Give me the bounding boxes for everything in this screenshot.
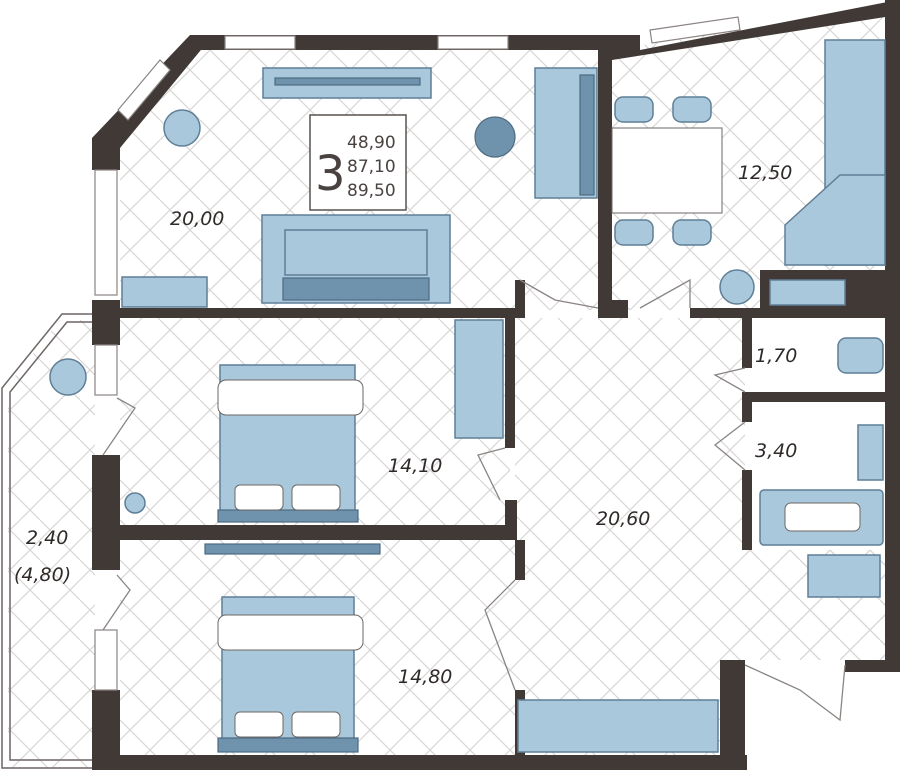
kitchen-area: 12,50 (738, 162, 792, 184)
living-room-area: 20,00 (170, 208, 224, 230)
toilet (837, 337, 884, 374)
balcony-railing (1, 313, 95, 769)
balcony-full-area: (4,80) (14, 564, 71, 586)
total-area: 87,10 (347, 157, 396, 177)
bathroom-area: 3,40 (755, 440, 797, 462)
windows (94, 16, 741, 691)
furniture (49, 39, 886, 753)
dining-table (611, 127, 723, 214)
tv (274, 77, 421, 86)
wardrobe-bedroom-1 (454, 319, 504, 439)
bookshelf (121, 276, 208, 308)
room-labels: 20,00 12,50 1,70 3,40 14,10 20,60 14,80 … (14, 162, 797, 688)
toilet-area: 1,70 (755, 345, 797, 367)
doors (102, 278, 846, 722)
balcony-area: 2,40 (26, 527, 68, 549)
bedroom-2-area: 14,80 (398, 666, 452, 688)
tv-bedroom (204, 543, 381, 555)
walls (92, 0, 900, 770)
total-area-with-balcony: 89,50 (347, 181, 396, 201)
rooms-count: 3 (315, 146, 346, 202)
sink (857, 424, 884, 481)
bedroom-1-area: 14,10 (388, 455, 442, 477)
shower-tray (807, 554, 881, 598)
hall-area: 20,60 (596, 508, 650, 530)
living-area: 48,90 (347, 133, 396, 153)
round-table (474, 116, 516, 158)
apartment-info-box: 3 48,90 87,10 89,50 (309, 114, 407, 211)
wardrobe-hall (517, 699, 719, 753)
